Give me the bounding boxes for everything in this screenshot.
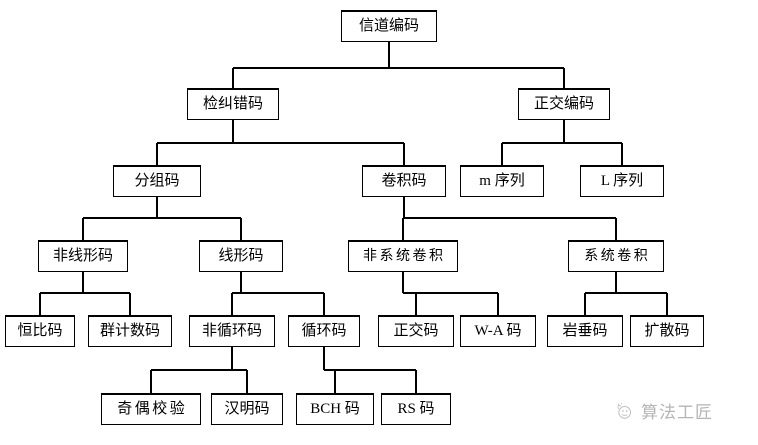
node-label: RS 码 [397,401,435,417]
node-yanchui[interactable]: 岩垂码 [547,315,623,347]
node-conv[interactable]: 卷积码 [362,165,446,197]
node-label: 系统卷积 [584,248,651,264]
node-spread[interactable]: 扩散码 [630,315,704,347]
node-nonsys[interactable]: 非系统卷积 [348,240,458,272]
node-block[interactable]: 分组码 [113,165,201,197]
node-label: m 序列 [479,173,525,189]
node-orth[interactable]: 正交编码 [518,88,610,120]
node-label: 检纠错码 [202,96,263,112]
node-label: 扩散码 [644,323,690,339]
node-label: 正交码 [393,323,439,339]
node-hamming[interactable]: 汉明码 [211,393,283,425]
chick-logo-icon [617,402,632,419]
node-bch[interactable]: BCH 码 [296,393,374,425]
node-sys[interactable]: 系统卷积 [568,240,664,272]
node-lseq[interactable]: L 序列 [580,165,664,197]
node-noncyc[interactable]: 非循环码 [189,315,275,347]
node-label: 恒比码 [17,323,63,339]
node-label: BCH 码 [310,401,360,417]
node-lin[interactable]: 线形码 [199,240,283,272]
node-label: 分组码 [134,173,180,189]
node-label: 非系统卷积 [363,248,446,264]
watermark-text: 算法工匠 [641,403,713,423]
node-parity[interactable]: 奇偶校验 [101,393,201,425]
node-wacode[interactable]: W-A 码 [460,315,536,347]
node-rs[interactable]: RS 码 [381,393,451,425]
node-label: 非循环码 [201,323,262,339]
node-label: 卷积码 [381,173,427,189]
node-nonlin[interactable]: 非线形码 [38,240,128,272]
node-orthcode[interactable]: 正交码 [378,315,454,347]
node-label: 非线形码 [52,248,113,264]
node-grpcount[interactable]: 群计数码 [88,315,172,347]
node-mseq[interactable]: m 序列 [460,165,544,197]
node-constratio[interactable]: 恒比码 [5,315,75,347]
node-label: L 序列 [600,173,644,189]
node-label: 线形码 [218,248,264,264]
node-label: 正交编码 [533,96,594,112]
node-ec[interactable]: 检纠错码 [187,88,279,120]
node-label: 循环码 [301,323,347,339]
node-root[interactable]: 信道编码 [341,10,437,42]
watermark: 算法工匠 [613,398,713,423]
node-label: 群计数码 [99,323,160,339]
node-cyc[interactable]: 循环码 [288,315,360,347]
node-label: 奇偶校验 [117,401,188,417]
node-label: W-A 码 [474,323,522,339]
node-label: 汉明码 [224,401,270,417]
node-label: 岩垂码 [562,323,608,339]
node-label: 信道编码 [358,18,419,34]
